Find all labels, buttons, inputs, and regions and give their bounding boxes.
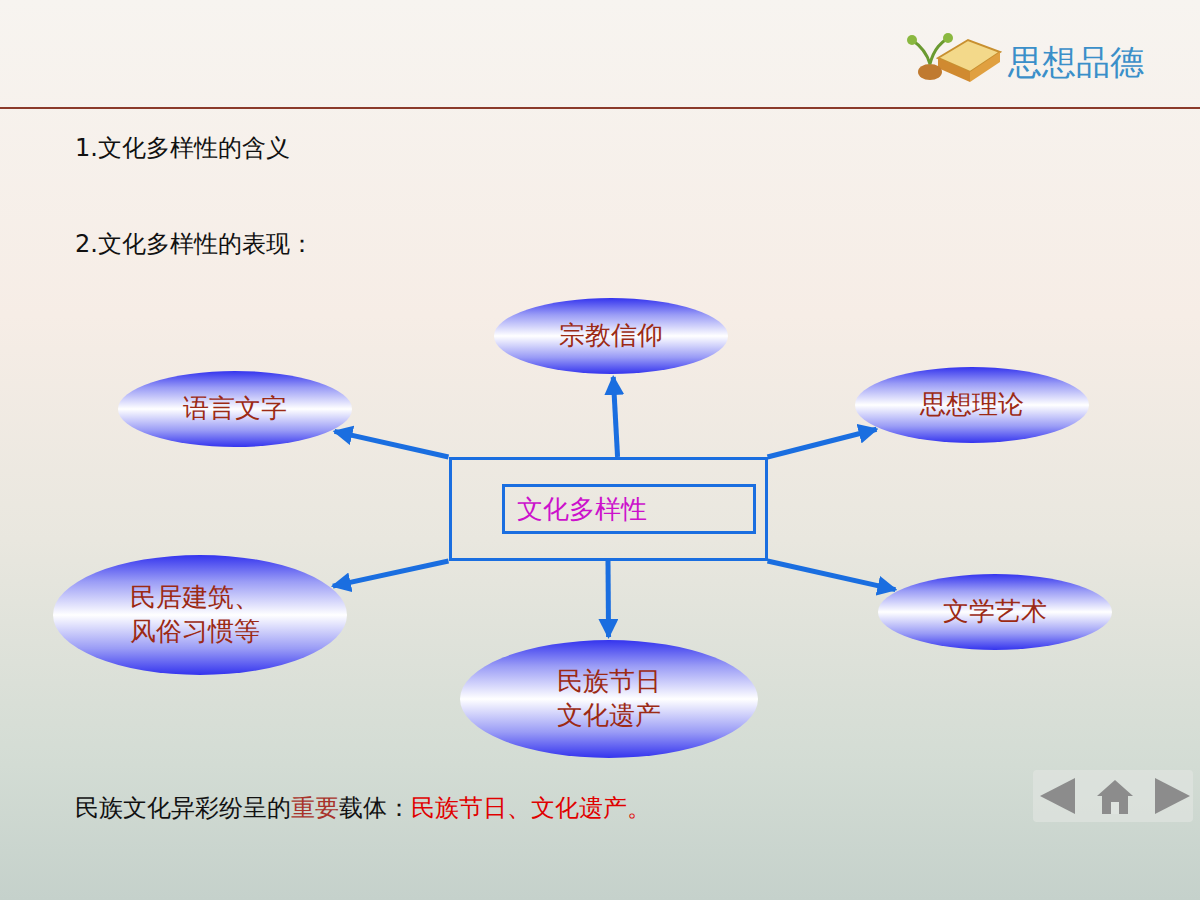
ellipse-outline xyxy=(877,573,1113,651)
ellipse-outline xyxy=(52,554,348,676)
node-text: 民居建筑、 风俗习惯等 xyxy=(130,581,269,649)
node-text: 文学艺术 xyxy=(943,595,1047,629)
nav-buttons xyxy=(1033,770,1193,822)
arrow-connector xyxy=(333,561,449,586)
ellipse-outline xyxy=(117,370,353,448)
arrow-connector xyxy=(768,561,896,590)
section-heading: 1.文化多样性的含义 xyxy=(75,132,290,164)
header-rule xyxy=(0,107,1200,109)
topic-ellipse: 思想理论 xyxy=(854,366,1090,444)
ellipse-outline xyxy=(459,639,759,759)
arrow-connector xyxy=(613,377,617,457)
topic-ellipse: 民族节日 文化遗产 xyxy=(459,639,759,759)
center-box: 文化多样性 xyxy=(449,457,768,561)
ellipse-outline xyxy=(854,366,1090,444)
arrow-connector xyxy=(335,431,449,457)
topic-ellipse: 语言文字 xyxy=(117,370,353,448)
node-text: 民族节日 文化遗产 xyxy=(552,665,665,733)
node-text: 语言文字 xyxy=(183,392,287,426)
note-line: 民族文化异彩纷呈的重要载体：民族节日、文化遗产。 xyxy=(75,792,651,824)
note-text: 民族文化异彩纷呈的 xyxy=(75,792,291,824)
ellipse-outline xyxy=(493,297,729,375)
node-text: 文化多样性 xyxy=(502,484,756,534)
note-text: 载体： xyxy=(339,792,411,824)
node-text: 思想理论 xyxy=(920,388,1024,422)
node-text: 宗教信仰 xyxy=(559,319,663,353)
book-icon xyxy=(907,33,1000,82)
topic-ellipse: 宗教信仰 xyxy=(493,297,729,375)
arrow-connector xyxy=(768,429,877,457)
arrow-connector xyxy=(606,561,612,637)
topic-ellipse: 民居建筑、 风俗习惯等 xyxy=(52,554,348,676)
section-heading: 2.文化多样性的表现： xyxy=(75,228,314,260)
note-text: 民族节日、文化遗产。 xyxy=(411,792,651,824)
note-text: 重要 xyxy=(291,792,339,824)
topic-ellipse: 文学艺术 xyxy=(877,573,1113,651)
header-title: 思想品德 xyxy=(1008,40,1144,86)
